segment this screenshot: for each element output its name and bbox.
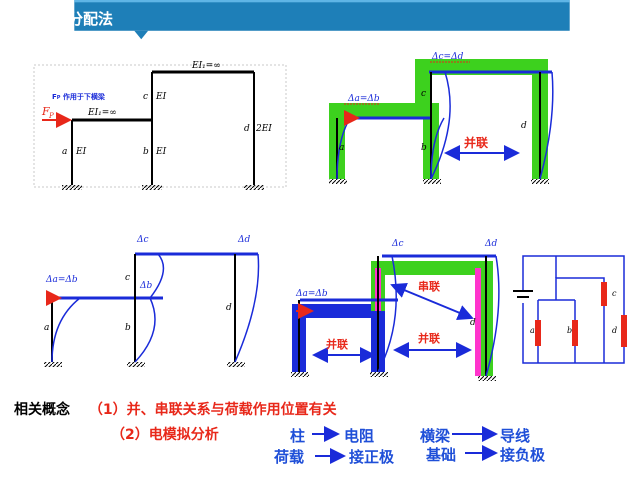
analogy-beam: 横梁 [420,427,451,445]
fig2-top-disp: Δc=Δd [431,52,464,62]
beam-ei-label: EI₁=∞ [87,108,117,118]
concepts-row-2: （2）电模拟分析 [111,424,219,444]
col-d-ei: 2EI [255,124,272,134]
fig3-disp-b: Δb [139,281,152,291]
fig2-col-b: b [421,143,427,153]
concepts-row-1: 相关概念 （1）并、串联关系与荷载作用位置有关 [14,399,337,419]
analogy-column: 柱 [290,427,306,445]
fig2-low-disp: Δa=Δb [347,94,380,104]
analogy-base: 基础 [426,446,457,464]
fig4-top-disp: Δc [391,239,404,249]
top-beam-ei-label: EI₁=∞ [191,61,221,71]
col-b-label: b [143,147,149,157]
fig4-parallel-left: 并联 [326,337,348,351]
col-a-label: a [62,147,67,157]
resistor-a [535,320,541,346]
title-bar [74,0,570,40]
resistor-c [601,282,607,306]
load-label: F [41,105,50,118]
analogy-column-to: 电阻 [344,427,375,445]
load-subscript: P [48,112,54,120]
concept-item-1: （1）并、串联关系与荷载作用位置有关 [88,402,337,418]
fig3-col-d: d [226,303,232,313]
fig3-col-b: b [125,323,131,333]
col-c-label: c [143,92,148,102]
analogy-arrows [312,426,498,464]
concept-item-2: （2）电模拟分析 [111,427,219,443]
col-a-ei: EI [75,147,87,157]
resistor-b [572,320,578,346]
resistor-d [621,315,627,347]
circuit-label-c: c [612,289,617,298]
fig4-series-label: 串联 [418,279,440,293]
fig4-parallel-right: 并联 [418,331,440,345]
circuit-label-d: d [612,326,617,335]
fig2-col-a: a [339,143,344,153]
col-c-ei: EI [155,92,167,102]
fig3-disp-c: Δc [136,235,149,245]
fig4-col-d: d [470,318,476,328]
load-note: FP 作用于下横梁 [52,92,106,101]
frame-figure-3: Δa=Δb Δc Δd Δb a b c d [44,235,260,367]
fig2-parallel-label: 并联 [464,135,488,150]
page-title: 剪力分配法 [38,10,114,28]
fig2-col-d: d [521,121,527,131]
circuit-diagram: a b c d [513,255,627,364]
fig4-top-disp-2: Δd [484,239,497,249]
frame-figure-1: F P FP 作用于下横梁 EI₁=∞ EI₁=∞ a EI b EI c EI… [33,61,287,190]
fig3-low-disp: Δa=Δb [45,275,78,285]
fig3-col-a: a [44,323,49,333]
analogy-base-to: 接负极 [500,446,546,464]
fig2-col-c: c [421,89,426,99]
concepts-heading: 相关概念 [14,402,70,418]
col-d-label: d [244,124,250,134]
frame-figure-2: Δa=Δb Δc=Δd 并联 a b c d [329,52,554,184]
col-b-ei: EI [155,147,167,157]
fig4-low-disp: Δa=Δb [295,289,328,299]
frame-figure-4: Δa=Δb Δc Δd 串联 并联 并联 d [291,239,500,381]
analogy-beam-to: 导线 [500,427,531,445]
circuit-label-a: a [530,326,535,335]
fig3-col-c: c [125,273,130,283]
circuit-label-b: b [567,326,572,335]
analogy-load-to: 接正极 [349,448,395,466]
fig3-disp-d: Δd [237,235,250,245]
analogy-load: 荷载 [274,448,305,466]
